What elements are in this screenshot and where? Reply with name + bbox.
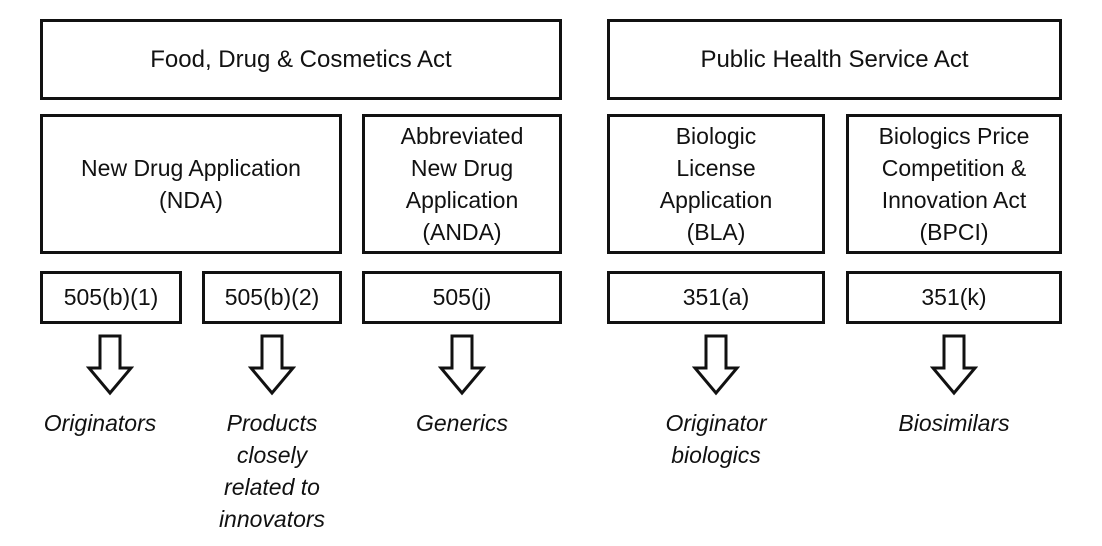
application-nda-box: New Drug Application (NDA): [40, 114, 342, 254]
hollow-down-arrow-icon: [86, 334, 134, 396]
hollow-down-arrow-icon: [438, 334, 486, 396]
act-phsa-label: Public Health Service Act: [700, 45, 969, 73]
outcome-generics: Generics: [415, 410, 509, 436]
section-351k-box: 351(k): [846, 271, 1062, 324]
section-351a-label: 351(a): [682, 284, 750, 310]
act-fdca-label: Food, Drug & Cosmetics Act: [150, 45, 452, 73]
section-505b2-label: 505(b)(2): [224, 284, 320, 310]
section-505j-box: 505(j): [362, 271, 562, 324]
hollow-down-arrow-icon: [248, 334, 296, 396]
application-anda-label: Abbreviated New Drug Application (ANDA): [400, 123, 524, 245]
act-phsa-box: Public Health Service Act: [607, 19, 1062, 100]
outcome-related-products: Products closely related to innovators: [218, 410, 326, 532]
outcome-originator-biologics: Originator biologics: [665, 410, 767, 468]
application-bla-box: Biologic License Application (BLA): [607, 114, 825, 254]
outcome-biosimilars: Biosimilars: [898, 410, 1010, 436]
outcome-originators: Originators: [43, 410, 157, 436]
act-fdca-box: Food, Drug & Cosmetics Act: [40, 19, 562, 100]
application-nda-label: New Drug Application (NDA): [81, 155, 301, 213]
section-351k-label: 351(k): [921, 284, 987, 310]
section-505b1-box: 505(b)(1): [40, 271, 182, 324]
hollow-down-arrow-icon: [930, 334, 978, 396]
section-505b1-label: 505(b)(1): [63, 284, 159, 310]
section-505b2-box: 505(b)(2): [202, 271, 342, 324]
section-351a-box: 351(a): [607, 271, 825, 324]
section-505j-label: 505(j): [432, 284, 492, 310]
application-bpci-box: Biologics Price Competition & Innovation…: [846, 114, 1062, 254]
application-bpci-label: Biologics Price Competition & Innovation…: [878, 123, 1030, 245]
application-bla-label: Biologic License Application (BLA): [659, 123, 773, 245]
application-anda-box: Abbreviated New Drug Application (ANDA): [362, 114, 562, 254]
hollow-down-arrow-icon: [692, 334, 740, 396]
